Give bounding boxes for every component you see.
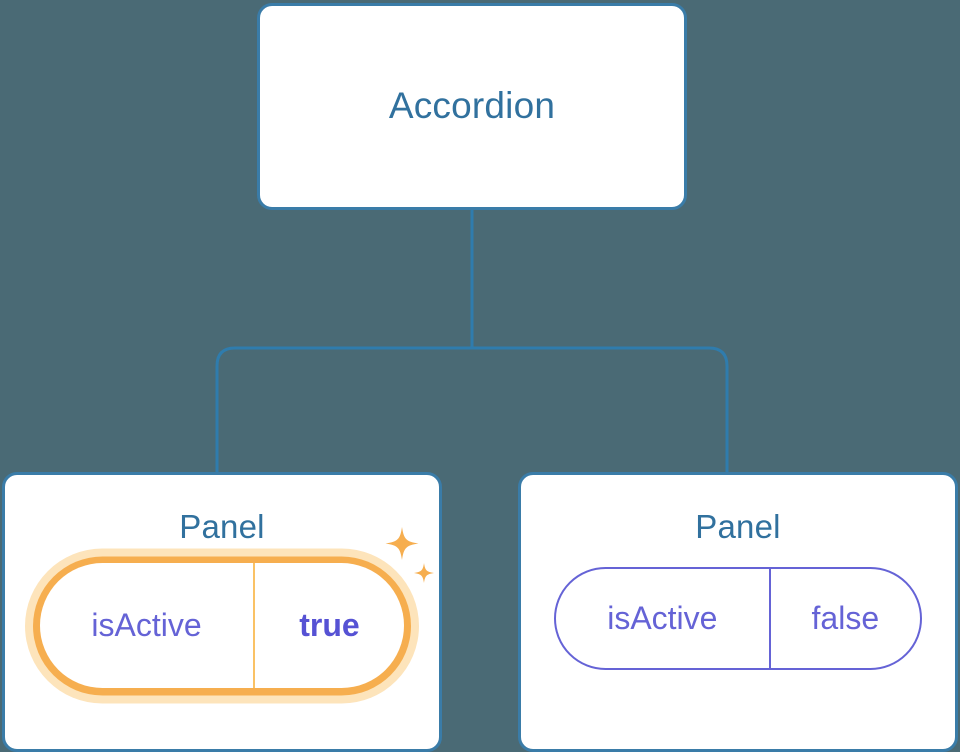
prop-pill-left[interactable]: isActive true <box>40 563 404 689</box>
edge-branch-bar <box>215 346 729 472</box>
prop-value: true <box>253 563 404 689</box>
prop-pill-right-wrapper: isActive false <box>554 567 922 671</box>
prop-pill-right[interactable]: isActive false <box>554 567 922 671</box>
sparkle-small-icon <box>414 563 434 584</box>
node-title-accordion: Accordion <box>388 85 556 127</box>
prop-key: isActive <box>91 607 202 644</box>
sparkle-large-icon <box>385 527 419 561</box>
node-accordion[interactable]: Accordion <box>257 3 687 210</box>
prop-key: isActive <box>607 600 718 637</box>
node-title-panel-left: Panel <box>179 508 265 545</box>
node-panel-right[interactable]: Panel isActive false <box>518 472 958 752</box>
prop-value: false <box>768 569 920 669</box>
prop-pill-left-wrapper: isActive true <box>25 527 434 704</box>
component-tree-diagram: Accordion Panel isActive true Panel isAc… <box>2 3 958 752</box>
node-title-panel-right: Panel <box>695 508 781 545</box>
node-panel-left[interactable]: Panel isActive true <box>2 472 442 752</box>
